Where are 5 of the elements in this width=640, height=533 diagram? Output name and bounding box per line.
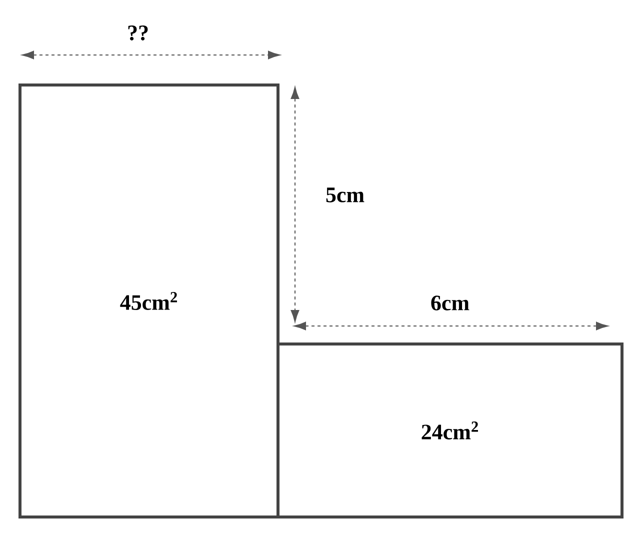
- rectangle: 45cm$^{2}$: [18, 84, 280, 518]
- dimension-label: 5cm: [326, 188, 364, 202]
- dimension-label: 6cm: [431, 296, 470, 310]
- rectangle: 24cm$^{2}$: [276, 342, 624, 518]
- dimension-label: ??: [128, 26, 148, 40]
